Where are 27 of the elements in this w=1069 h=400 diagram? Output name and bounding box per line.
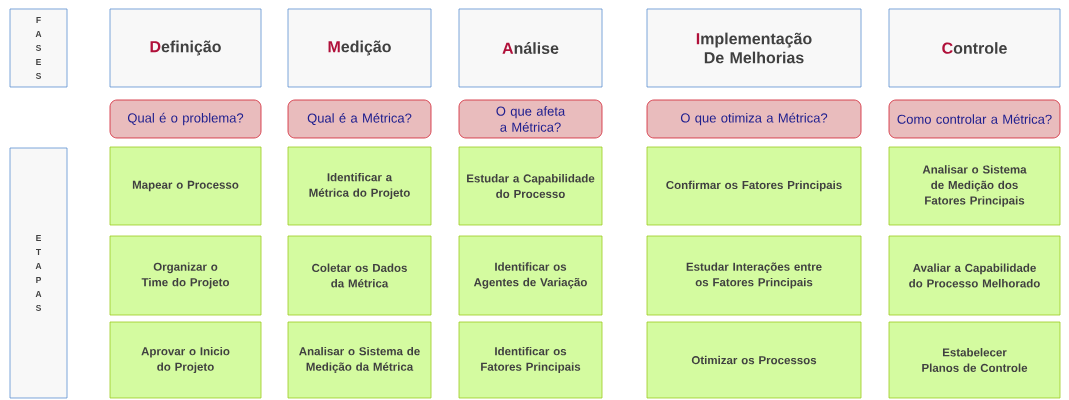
step-box: Estudar a Capabilidade do Processo <box>458 146 603 226</box>
side-label-box: FASES <box>9 8 68 88</box>
phase-header-box: Controle <box>888 8 1061 88</box>
step-box: Analisar o Sistema de Medição da Métrica <box>287 321 432 399</box>
question-box: Qual é a Métrica? <box>287 99 432 139</box>
step-box: Mapear o Processo <box>109 146 262 226</box>
step-box: Identificar os Fatores Principais <box>458 321 603 399</box>
phase-header-box: Implementação De Melhorias <box>646 8 862 88</box>
step-box: Confirmar os Fatores Principais <box>646 146 862 226</box>
step-box: Aprovar o Inicio do Projeto <box>109 321 262 399</box>
phase-header-box: Análise <box>458 8 603 88</box>
phase-header-box: Definição <box>109 8 262 88</box>
step-box: Identificar os Agentes de Variação <box>458 235 603 316</box>
question-box: O que afeta a Métrica? <box>458 99 603 139</box>
step-box: Estabelecer Planos de Controle <box>888 321 1061 399</box>
question-box: O que otimiza a Métrica? <box>646 99 862 139</box>
step-box: Coletar os Dados da Métrica <box>287 235 432 316</box>
step-box: Identificar a Métrica do Projeto <box>287 146 432 226</box>
step-box: Otimizar os Processos <box>646 321 862 399</box>
step-box: Organizar o Time do Projeto <box>109 235 262 316</box>
step-box: Estudar Interações entre os Fatores Principais <box>646 235 862 316</box>
phase-header-box: Medição <box>287 8 432 88</box>
side-label-box: ETAPAS <box>9 147 68 399</box>
step-box: Avaliar a Capabilidade do Processo Melhorado <box>888 235 1061 316</box>
question-box: Como controlar a Métrica? <box>888 99 1061 139</box>
step-box: Analisar o Sistema de Medição dos Fatores Principais <box>888 146 1061 226</box>
question-box: Qual é o problema? <box>109 99 262 139</box>
